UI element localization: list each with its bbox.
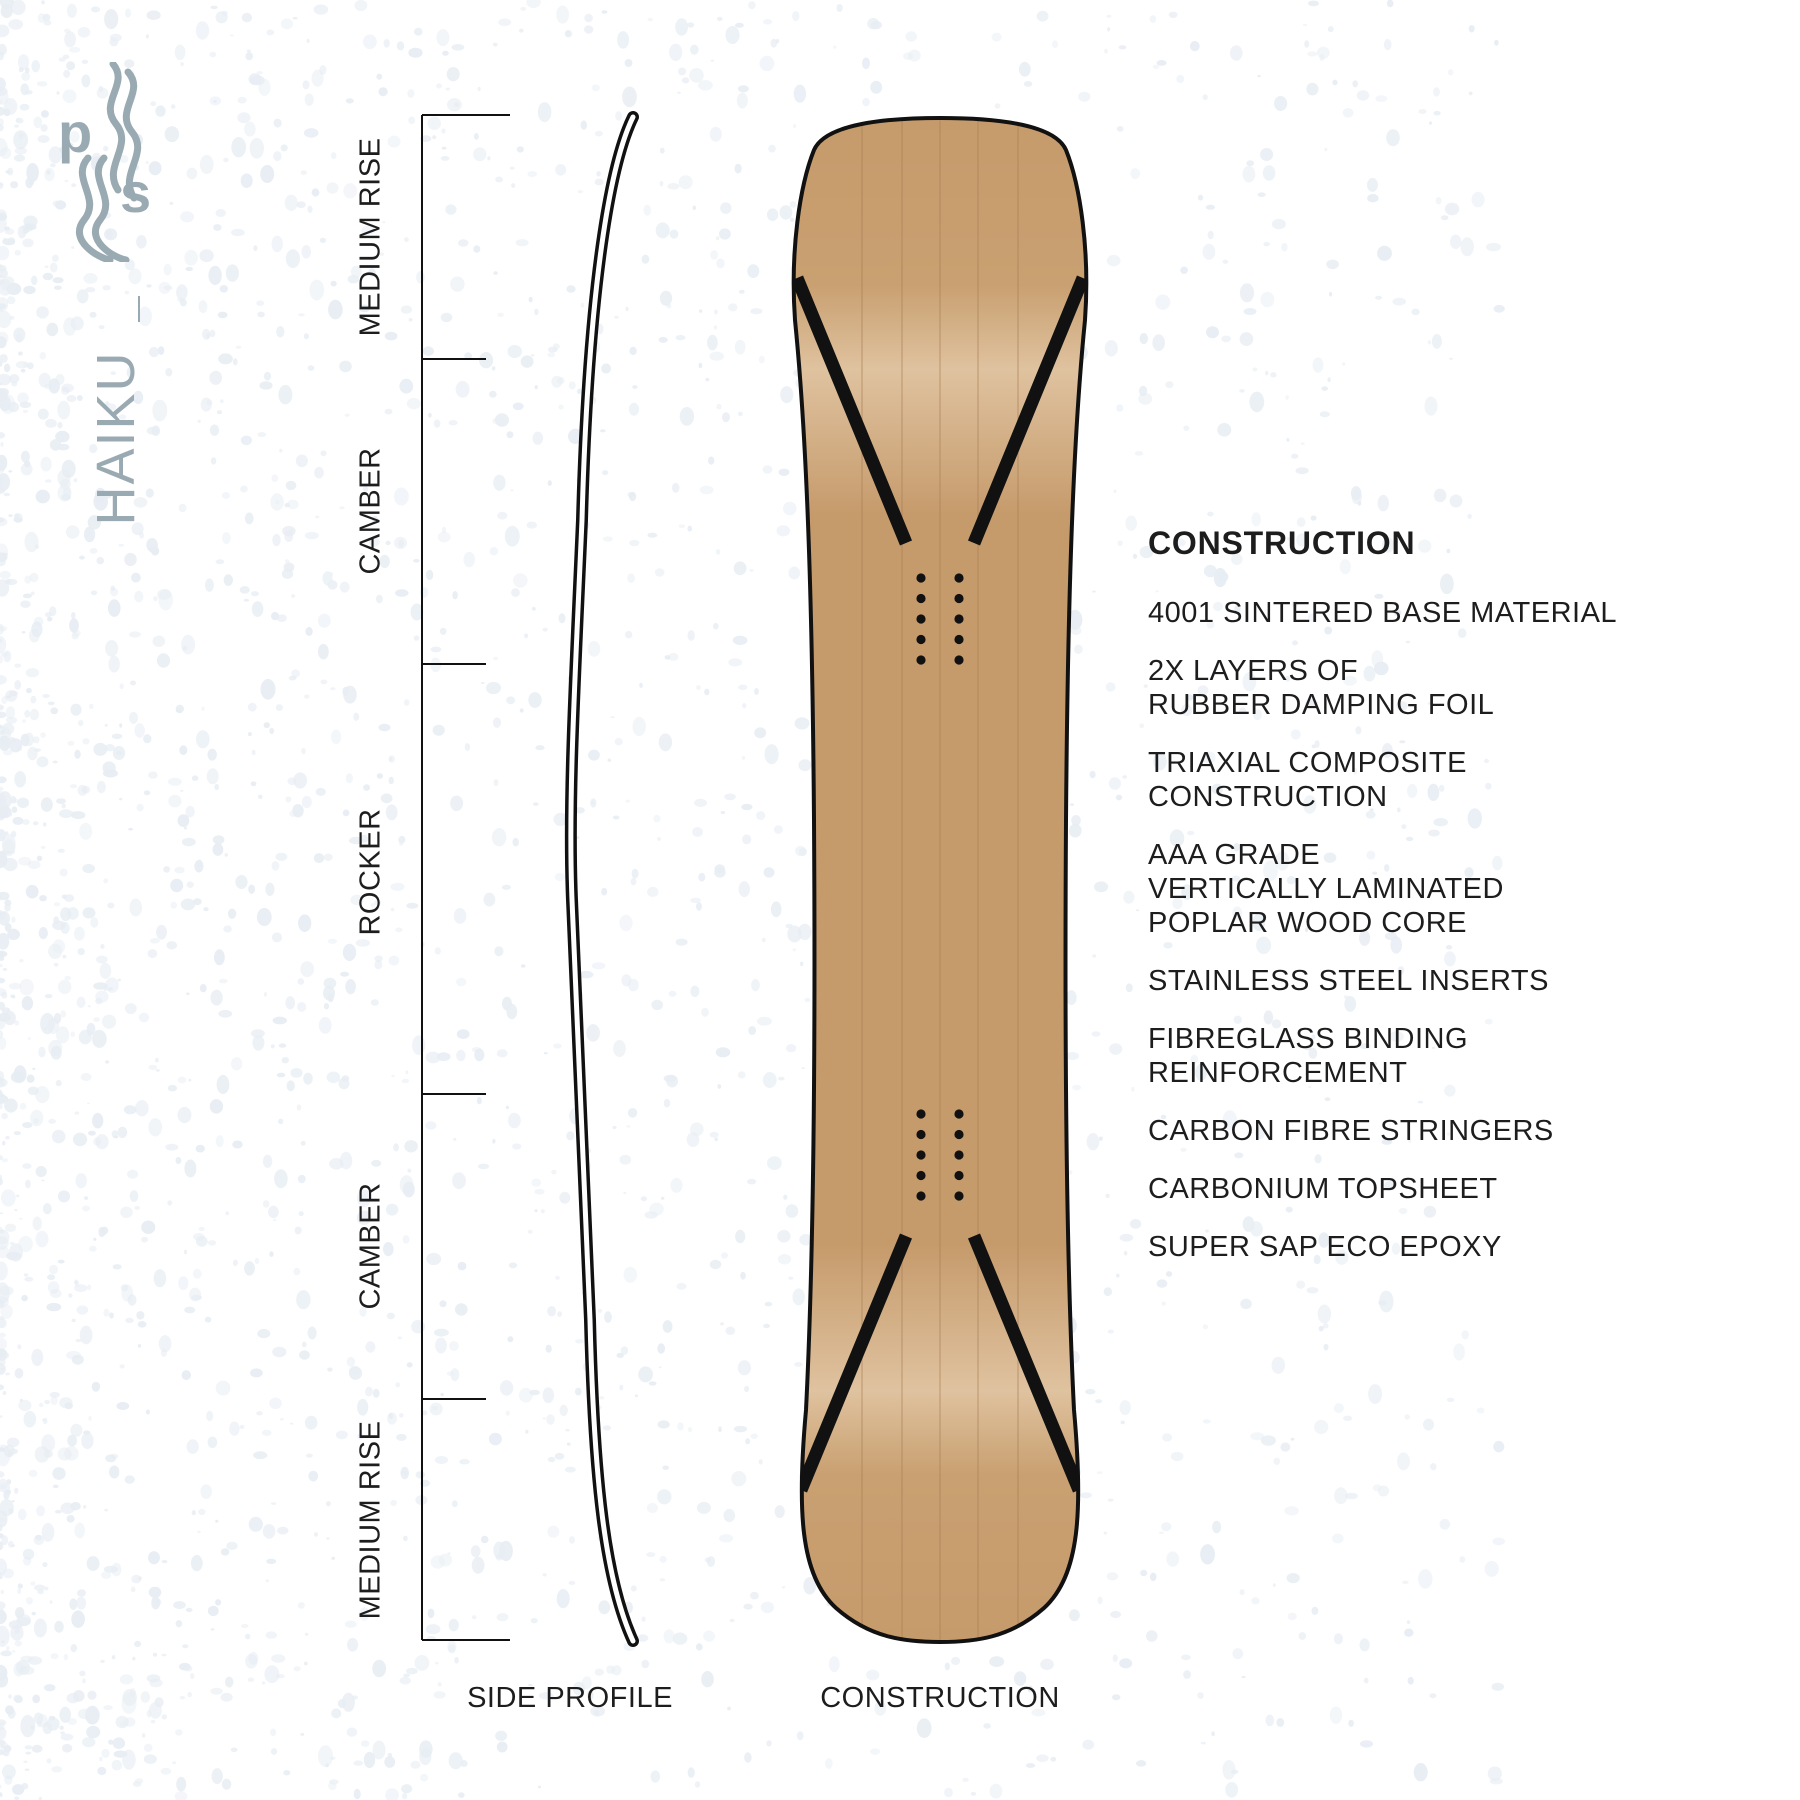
spec-line: POPLAR WOOD CORE (1148, 907, 1467, 939)
spec-line: CONSTRUCTION (1148, 781, 1388, 813)
brand-divider (138, 296, 140, 322)
logo-letter-p: p (58, 101, 92, 164)
zone-label-camber-top: CAMBER (354, 447, 387, 575)
insert-hole (916, 1170, 926, 1181)
insert-hole (954, 1129, 964, 1140)
profile-scale (421, 114, 510, 1641)
spec-item: CARBON FIBRE STRINGERS (1148, 1114, 1768, 1148)
spec-line: FIBREGLASS BINDING (1148, 1023, 1469, 1055)
spec-item: SUPER SAP ECO EPOXY (1148, 1230, 1768, 1264)
spec-line: 4001 SINTERED BASE MATERIAL (1148, 597, 1618, 629)
insert-hole (916, 655, 926, 665)
insert-hole (954, 573, 964, 583)
spec-line: TRIAXIAL COMPOSITE (1148, 747, 1467, 779)
spec-line: STAINLESS STEEL INSERTS (1148, 965, 1549, 997)
stainless-steel-inserts (916, 573, 964, 1201)
wood-core-grain (861, 118, 1019, 1642)
insert-hole (954, 1109, 964, 1119)
insert-hole (916, 614, 926, 624)
side-profile-caption: SIDE PROFILE (467, 1682, 673, 1714)
spec-line: CARBONIUM TOPSHEET (1148, 1173, 1498, 1205)
board-top (791, 115, 1089, 1645)
insert-hole (916, 1109, 926, 1119)
spec-item: CARBONIUM TOPSHEET (1148, 1172, 1768, 1206)
spec-line: 2X LAYERS OF (1148, 655, 1359, 687)
zone-label-medium-rise-top: MEDIUM RISE (354, 137, 387, 337)
spec-line: AAA GRADE (1148, 839, 1321, 871)
insert-hole (954, 634, 964, 645)
spec-line: SUPER SAP ECO EPOXY (1148, 1231, 1502, 1263)
insert-hole (916, 573, 926, 583)
zone-label-medium-rise-bottom: MEDIUM RISE (354, 1420, 387, 1620)
insert-hole (916, 1191, 926, 1201)
insert-hole (954, 1150, 964, 1160)
spec-line: VERTICALLY LAMINATED (1148, 873, 1504, 905)
spec-item: 4001 SINTERED BASE MATERIAL (1148, 596, 1768, 630)
insert-hole (954, 1191, 964, 1201)
insert-hole (954, 655, 964, 665)
board-outline (791, 115, 1089, 1645)
insert-hole (916, 634, 926, 645)
insert-hole (954, 1170, 964, 1181)
side-profile-outline (564, 111, 639, 1647)
construction-caption: CONSTRUCTION (820, 1682, 1060, 1714)
brand-logo-icon: p s (58, 62, 151, 262)
insert-hole (954, 593, 964, 604)
zone-label-rocker: ROCKER (354, 808, 387, 936)
insert-hole (916, 1129, 926, 1140)
insert-hole (954, 614, 964, 624)
spec-item: STAINLESS STEEL INSERTS (1148, 964, 1768, 998)
zone-label-camber-bottom: CAMBER (354, 1182, 387, 1310)
logo-letter-s: s (120, 161, 151, 224)
insert-hole (916, 593, 926, 604)
construction-spec-list: CONSTRUCTION 4001 SINTERED BASE MATERIAL… (1148, 525, 1768, 1288)
spec-line: RUBBER DAMPING FOIL (1148, 689, 1495, 721)
insert-hole (916, 1150, 926, 1160)
spec-line: CARBON FIBRE STRINGERS (1148, 1115, 1554, 1147)
spec-line: REINFORCEMENT (1148, 1057, 1408, 1089)
binding-reinforcement-bands (793, 275, 1087, 1493)
specs-title: CONSTRUCTION (1148, 525, 1416, 561)
